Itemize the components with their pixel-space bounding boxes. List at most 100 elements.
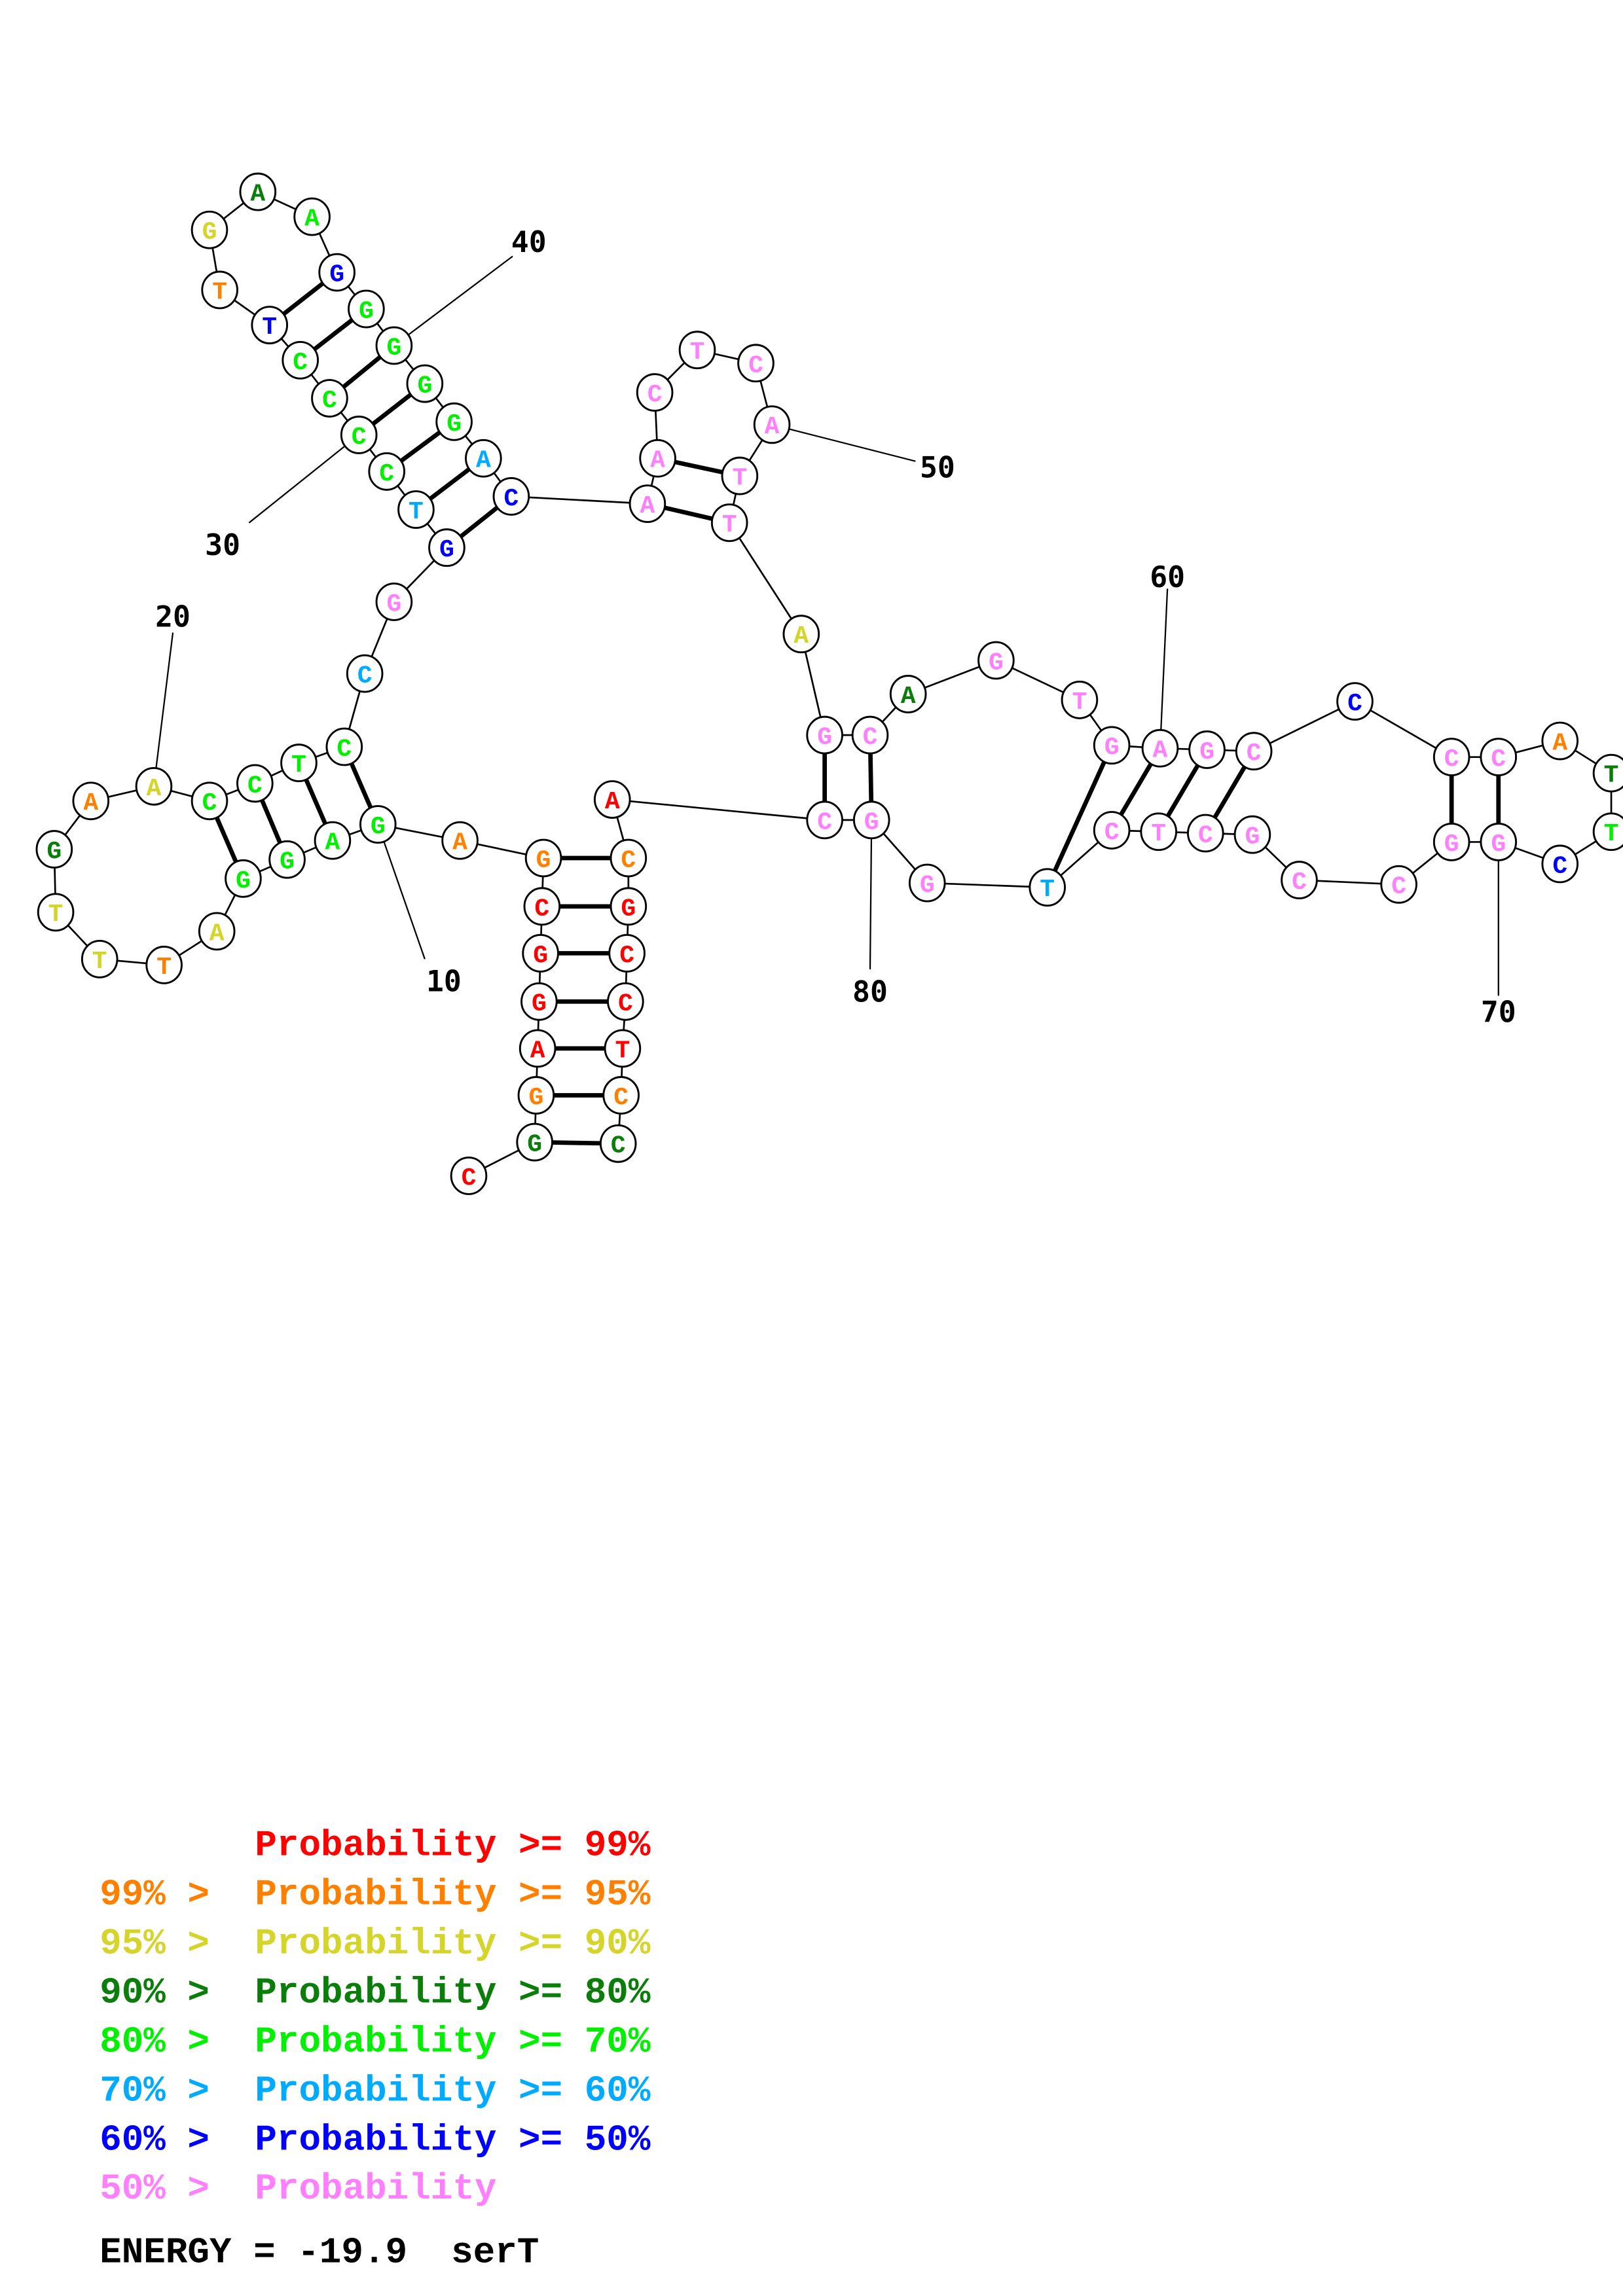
nucleotide-circle [806, 715, 843, 755]
nucleotide-circle [492, 477, 530, 516]
nucleotide-letter: C [1391, 873, 1406, 901]
nucleotide: C [492, 477, 530, 516]
legend-label: Probability >= 70% [255, 2020, 650, 2062]
nucleotide-letter: A [250, 181, 265, 209]
nucleotide-letter: A [210, 920, 225, 948]
nucleotide-circle [1281, 861, 1318, 900]
nucleotide-circle [852, 800, 890, 840]
nucleotide: T [710, 503, 748, 543]
nucleotide: C [191, 781, 228, 821]
nucleotide: A [753, 405, 791, 444]
nucleotide: G [806, 715, 843, 755]
nucleotide-circle [359, 805, 397, 844]
nucleotide-letter: G [386, 590, 401, 619]
legend-prefix: 80% > [100, 2020, 231, 2062]
nucleotide: A [519, 1029, 556, 1068]
nucleotide-letter: C [817, 808, 832, 836]
nucleotide-circle [678, 331, 716, 370]
nucleotide: T [1592, 812, 1623, 852]
nucleotide: C [602, 1076, 640, 1115]
nucleotide: C [1187, 814, 1224, 853]
nucleotide-circle [520, 982, 558, 1021]
nucleotide: A [135, 766, 173, 806]
nucleotide-letter: C [1292, 869, 1307, 897]
nucleotide-circle [851, 715, 889, 755]
position-tick [771, 423, 916, 462]
nucleotide-letter: C [1104, 819, 1120, 847]
nucleotide-circle [523, 887, 561, 926]
nucleotide: G [1432, 822, 1470, 861]
nucleotide: C [610, 838, 647, 878]
nucleotide: G [1188, 730, 1226, 769]
nucleotide-circle [517, 1076, 555, 1115]
nucleotide-letter: G [329, 261, 344, 289]
nucleotide-letter: C [202, 789, 217, 817]
nucleotide-letter: G [1245, 823, 1260, 852]
nucleotide: G [268, 840, 306, 879]
nucleotide-letter: C [1247, 740, 1262, 768]
position-label: 70 [1481, 995, 1516, 1030]
backbone-segment [1253, 700, 1356, 752]
nucleotide-letter: C [293, 349, 308, 377]
nucleotide: T [678, 331, 716, 370]
nucleotide-letter: G [371, 813, 386, 841]
nucleotide-circle [737, 344, 775, 383]
nucleotide-letter: G [533, 942, 548, 970]
nucleotide-circle [753, 405, 791, 444]
backbone-segment [612, 798, 825, 821]
nucleotide-letter: A [640, 492, 655, 520]
nucleotide-letter: G [386, 334, 401, 362]
nucleotide-circle [1432, 738, 1470, 777]
nucleotide-circle [806, 800, 843, 840]
nucleotide-circle [81, 939, 119, 978]
nucleotide-letter: C [1198, 821, 1213, 850]
nucleotide-circle [280, 744, 318, 783]
nucleotide-letter: A [325, 829, 340, 857]
nucleotide: T [1029, 868, 1066, 907]
position-label: 80 [852, 974, 888, 1009]
nucleotide-circle [1233, 815, 1271, 854]
nucleotide: C [608, 934, 646, 973]
nucleotide-circle [1188, 730, 1226, 769]
legend-label: Probability >= 50% [255, 2119, 650, 2161]
nucleotide-circle [610, 838, 647, 878]
nucleotide-letter: T [722, 511, 737, 539]
position-label: 30 [205, 528, 240, 562]
nucleotide-circle [325, 727, 363, 766]
nucleotide-circle [465, 439, 502, 478]
legend-prefix: 95% > [100, 1922, 231, 1964]
legend-prefix: 70% > [100, 2070, 231, 2111]
nucleotide-circle [1336, 682, 1374, 721]
nucleotide-circle [629, 484, 666, 524]
position-label: 10 [426, 964, 462, 999]
nucleotide-letter: C [618, 990, 633, 1018]
nucleotide-letter: G [1104, 734, 1120, 762]
legend-prefix: 50% > [100, 2168, 231, 2210]
nucleotide-letter: G [1444, 831, 1459, 859]
nucleotide-circle [340, 416, 378, 454]
backbone-segment [729, 522, 802, 635]
nucleotide: A [239, 172, 277, 211]
nucleotide-letter: C [1444, 745, 1459, 774]
nucleotide-circle [1480, 822, 1518, 861]
legend-prefix: 60% > [100, 2119, 231, 2161]
nucleotide-letter: C [1552, 852, 1567, 880]
nucleotide: C [1380, 865, 1417, 904]
nucleotide: G [375, 583, 413, 621]
nucleotide-circle [710, 503, 748, 543]
nucleotide: A [639, 439, 676, 478]
nucleotide-letter: T [732, 465, 747, 493]
nucleotide-circle [1432, 822, 1470, 861]
nucleotide-circle [191, 781, 228, 821]
nucleotide: G [520, 982, 558, 1021]
nucleotide: C [325, 727, 363, 766]
nucleotide-letter: T [1072, 689, 1087, 717]
nucleotide: A [465, 439, 502, 478]
nucleotide-circle [599, 1124, 637, 1163]
nucleotide: C [1541, 844, 1579, 884]
legend-label: Probability >= 95% [255, 1874, 650, 1916]
nucleotide-letter: G [621, 895, 636, 923]
